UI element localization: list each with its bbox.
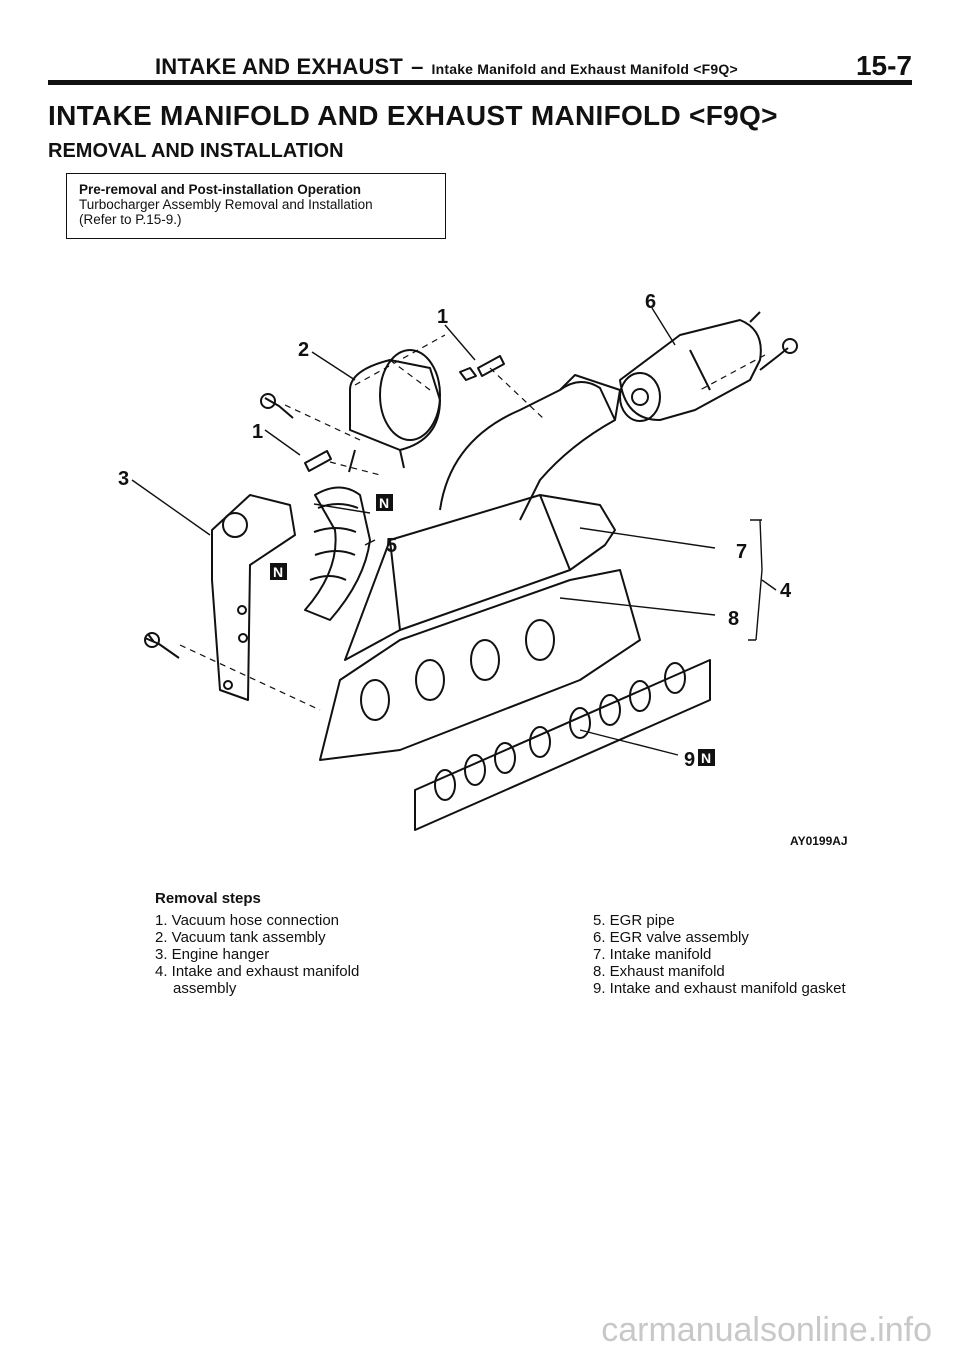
n-marker-upper: N bbox=[376, 494, 393, 511]
removal-steps-heading: Removal steps bbox=[155, 890, 261, 907]
step-5: 5. EGR pipe bbox=[593, 912, 675, 929]
callout-5: 5 bbox=[386, 535, 397, 557]
header-rule bbox=[48, 80, 912, 85]
step-4: 4. Intake and exhaust manifold bbox=[155, 963, 360, 980]
callout-7: 7 bbox=[736, 541, 747, 563]
header-subsection: Intake Manifold and Exhaust Manifold <F9… bbox=[431, 61, 738, 77]
watermark: carmanualsonline.info bbox=[601, 1311, 932, 1349]
step-3: 3. Engine hanger bbox=[155, 946, 270, 963]
n-marker-left: N bbox=[270, 563, 287, 580]
engine-hanger bbox=[211, 494, 296, 701]
figure-id: AY0199AJ bbox=[790, 834, 848, 848]
step-4-cont: assembly bbox=[173, 980, 237, 997]
step-8: 8. Exhaust manifold bbox=[593, 963, 725, 980]
removal-steps-left: 1. Vacuum hose connection 2. Vacuum tank… bbox=[155, 912, 359, 997]
header-dash: – bbox=[411, 54, 424, 79]
header-text: INTAKE AND EXHAUST–Intake Manifold and E… bbox=[155, 54, 738, 80]
bolt-icon-right bbox=[759, 347, 789, 371]
egr-pipe bbox=[304, 486, 371, 621]
egr-valve bbox=[619, 319, 762, 421]
callout-6: 6 bbox=[645, 291, 656, 313]
pre-removal-line-2: (Refer to P.15-9.) bbox=[79, 212, 182, 227]
nut-icon bbox=[459, 367, 477, 381]
vacuum-hose-1 bbox=[477, 355, 505, 377]
exhaust-manifold bbox=[319, 569, 641, 761]
n-marker-gasket: N bbox=[698, 749, 715, 766]
bolt-icon-upper bbox=[264, 397, 294, 419]
manifold-gasket bbox=[414, 659, 711, 831]
step-6: 6. EGR valve assembly bbox=[593, 929, 749, 946]
header-section: INTAKE AND EXHAUST bbox=[155, 54, 404, 79]
step-9: 9. Intake and exhaust manifold gasket bbox=[593, 980, 846, 997]
bolt-icon-left bbox=[144, 633, 180, 659]
callout-4: 4 bbox=[780, 580, 792, 602]
pre-removal-box: Pre-removal and Post-installation Operat… bbox=[66, 173, 446, 239]
vacuum-tank bbox=[349, 359, 441, 451]
intake-pipe bbox=[439, 381, 616, 521]
step-1: 1. Vacuum hose connection bbox=[155, 912, 340, 929]
callout-2: 2 bbox=[298, 339, 309, 361]
pre-removal-heading: Pre-removal and Post-installation Operat… bbox=[79, 182, 362, 197]
callout-9: 9 bbox=[684, 749, 695, 771]
svg-text:N: N bbox=[379, 495, 389, 511]
callout-1-top: 1 bbox=[437, 306, 448, 328]
callout-8: 8 bbox=[728, 608, 739, 630]
removal-steps-right: 5. EGR pipe 6. EGR valve assembly 7. Int… bbox=[593, 912, 846, 997]
pre-removal-line-1: Turbocharger Assembly Removal and Instal… bbox=[79, 197, 373, 212]
svg-text:N: N bbox=[273, 564, 283, 580]
callout-1-left: 1 bbox=[252, 421, 263, 443]
callout-3: 3 bbox=[118, 468, 129, 490]
page-title: INTAKE MANIFOLD AND EXHAUST MANIFOLD <F9… bbox=[48, 100, 778, 131]
section-subtitle: REMOVAL AND INSTALLATION bbox=[48, 140, 344, 162]
page-number: 15-7 bbox=[855, 50, 912, 81]
exploded-view-diagram: 1 2 1 3 5 6 7 4 8 9 N N N AY0199AJ bbox=[118, 291, 848, 848]
vacuum-hose-2 bbox=[304, 450, 332, 472]
svg-text:N: N bbox=[701, 750, 711, 766]
intake-manifold-body bbox=[344, 494, 616, 661]
step-7: 7. Intake manifold bbox=[593, 946, 712, 963]
step-2: 2. Vacuum tank assembly bbox=[155, 929, 326, 946]
